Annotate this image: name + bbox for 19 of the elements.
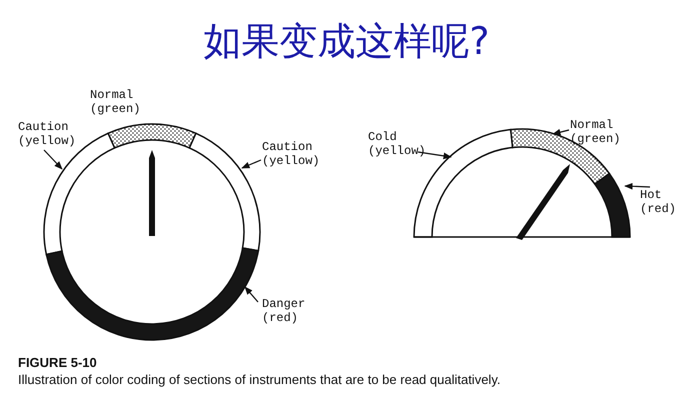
leader-line <box>418 151 452 160</box>
gauge-segment <box>46 247 260 341</box>
gauge-label: Normal (green) <box>570 118 630 146</box>
gauge-label: Caution (yellow) <box>262 140 322 168</box>
leader-line <box>241 159 262 169</box>
gauge-label: Hot (red) <box>640 188 680 216</box>
leader-line <box>624 182 650 190</box>
gauge-segment <box>594 172 631 238</box>
caption: Illustration of color coding of sections of instruments that are to be read qualitatively. <box>18 372 502 388</box>
figure-number: FIGURE 5-10 <box>18 355 98 371</box>
leader-line <box>44 150 63 170</box>
gauge-segment <box>188 132 261 252</box>
leader-line <box>552 128 570 136</box>
gauge-label: Danger (red) <box>262 297 312 325</box>
leader-line <box>244 286 258 302</box>
heading: 如果变成这样呢? <box>202 18 491 64</box>
gauge-label: Caution (yellow) <box>18 120 78 148</box>
gauge-label: Normal (green) <box>90 88 142 116</box>
gauge-label: Cold (yellow) <box>368 130 428 158</box>
